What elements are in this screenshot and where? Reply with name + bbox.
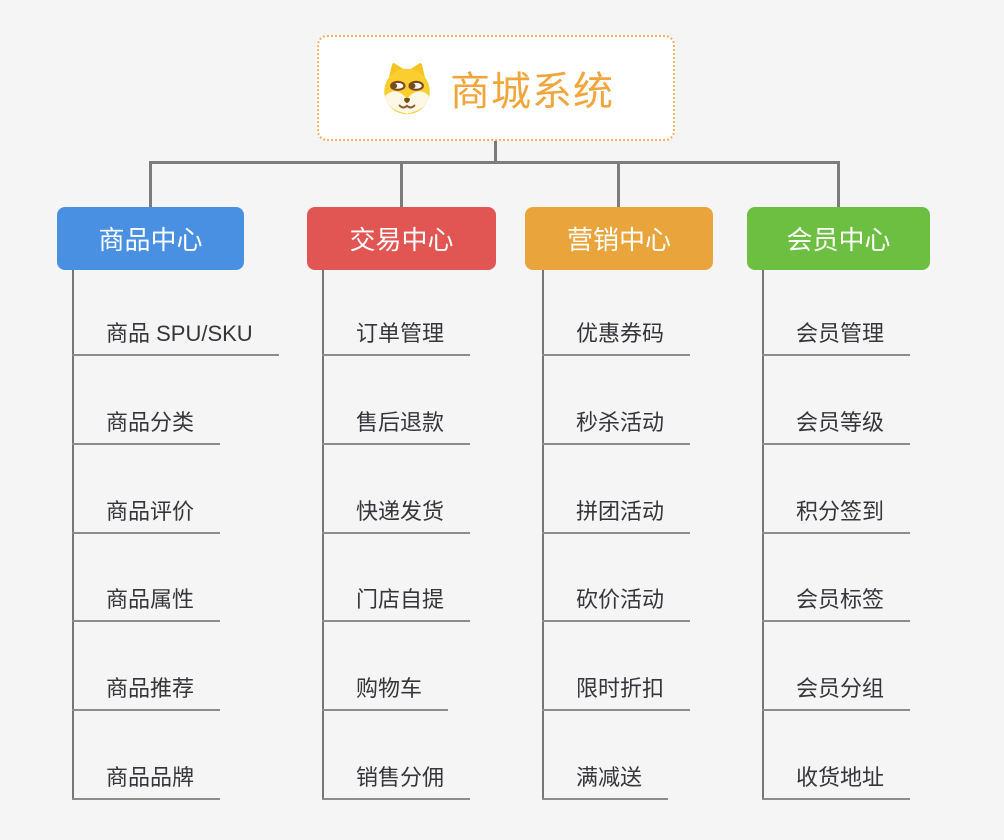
bus-connector-line: [149, 161, 840, 164]
root-node[interactable]: 商城系统: [317, 35, 675, 141]
shiba-dog-icon: [384, 63, 430, 115]
leaf-node[interactable]: 秒杀活动: [542, 409, 691, 445]
branch-node-marketing[interactable]: 营销中心: [525, 207, 713, 270]
root-title: 商城系统: [450, 70, 614, 114]
leaf-node[interactable]: 会员管理: [762, 320, 911, 356]
branch-stem-marketing: [617, 161, 620, 208]
leaf-trunk-products: [72, 270, 74, 800]
branch-node-members[interactable]: 会员中心: [747, 207, 930, 270]
leaf-node[interactable]: 积分签到: [762, 498, 911, 534]
leaf-node[interactable]: 订单管理: [322, 320, 471, 356]
leaf-node[interactable]: 商品分类: [72, 409, 221, 445]
branch-stem-trade: [400, 161, 403, 208]
branch-label: 交易中心: [349, 225, 454, 255]
leaf-node[interactable]: 收货地址: [762, 764, 911, 800]
leaf-node[interactable]: 会员等级: [762, 409, 911, 445]
leaf-node[interactable]: 门店自提: [322, 586, 471, 622]
leaf-node[interactable]: 拼团活动: [542, 498, 691, 534]
leaf-node[interactable]: 会员标签: [762, 586, 911, 622]
leaf-node[interactable]: 优惠券码: [542, 320, 691, 356]
leaf-node[interactable]: 满减送: [542, 764, 669, 800]
leaf-node[interactable]: 快递发货: [322, 498, 471, 534]
leaf-node[interactable]: 限时折扣: [542, 675, 691, 711]
branch-node-trade[interactable]: 交易中心: [307, 207, 496, 270]
leaf-node[interactable]: 售后退款: [322, 409, 471, 445]
leaf-node[interactable]: 商品评价: [72, 498, 221, 534]
leaf-node[interactable]: 会员分组: [762, 675, 911, 711]
branch-label: 商品中心: [98, 225, 203, 255]
leaf-trunk-members: [762, 270, 764, 800]
root-connector-line: [494, 138, 497, 163]
branch-stem-products: [149, 161, 152, 208]
leaf-node[interactable]: 商品属性: [72, 586, 221, 622]
branch-label: 会员中心: [786, 225, 891, 255]
leaf-node[interactable]: 商品 SPU/SKU: [72, 320, 279, 356]
leaf-trunk-trade: [322, 270, 324, 800]
leaf-node[interactable]: 销售分佣: [322, 764, 471, 800]
leaf-node[interactable]: 砍价活动: [542, 586, 691, 622]
leaf-node[interactable]: 商品品牌: [72, 764, 221, 800]
branch-label: 营销中心: [566, 225, 671, 255]
leaf-node[interactable]: 商品推荐: [72, 675, 221, 711]
branch-node-products[interactable]: 商品中心: [57, 207, 244, 270]
leaf-node[interactable]: 购物车: [322, 675, 449, 711]
branch-stem-members: [837, 161, 840, 208]
leaf-trunk-marketing: [542, 270, 544, 800]
